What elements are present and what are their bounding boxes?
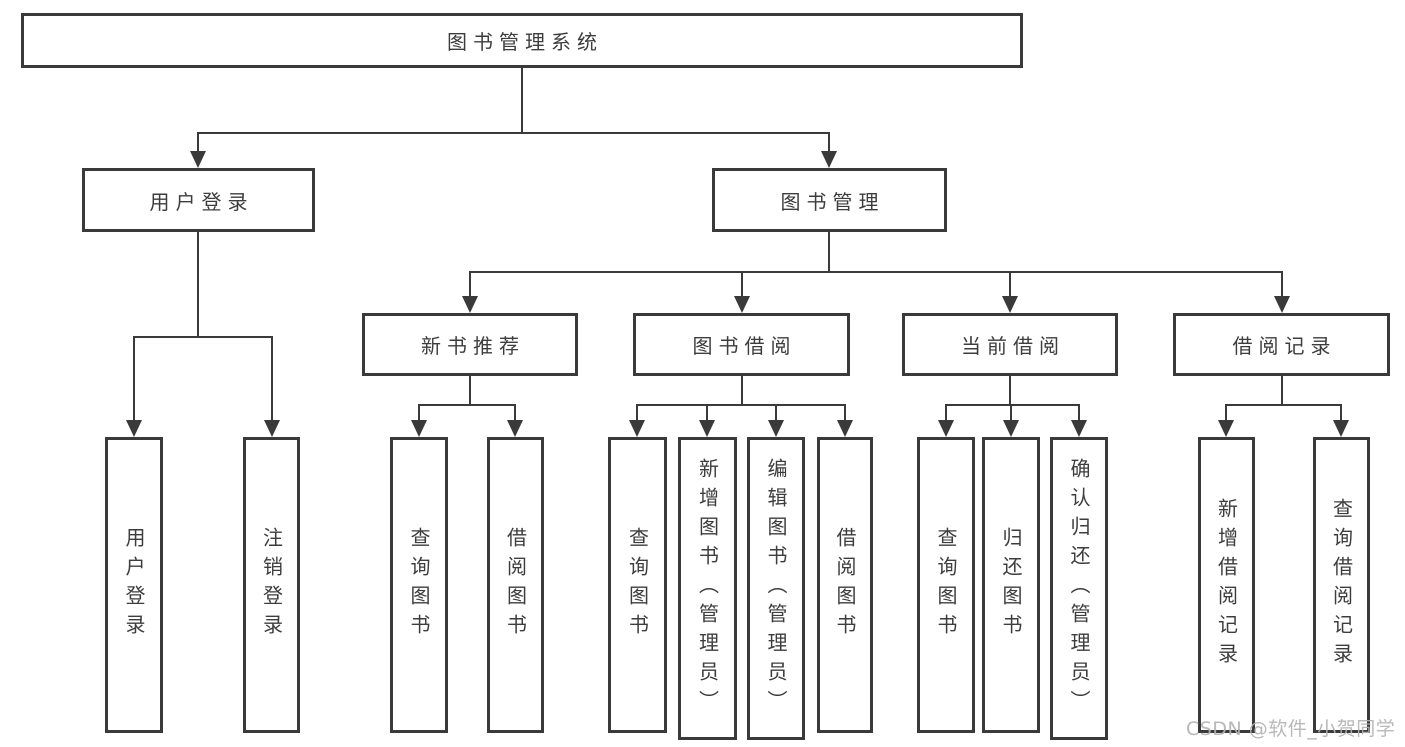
leaf-query-books-recommend-label: 查询图书 — [407, 527, 431, 643]
connector-leaf-login-stub — [133, 336, 135, 422]
connector-br-query-stub — [1340, 404, 1342, 422]
connector-records-rail — [1226, 404, 1341, 406]
leaf-confirm-return-admin: 确认归还（管理员） — [1050, 437, 1108, 740]
leaf-query-books-recommend: 查询图书 — [390, 437, 448, 733]
leaf-user-login: 用户登录 — [105, 437, 163, 733]
connector-nb-borrow-stub — [514, 404, 516, 422]
connector-bb-add-stub — [706, 404, 708, 422]
leaf-confirm-return-admin-label: 确认归还（管理员） — [1067, 458, 1091, 719]
leaf-borrow-books-borrowing: 借阅图书 — [817, 437, 873, 733]
arrowhead-br-add — [1218, 420, 1234, 437]
arrowhead-cb-query — [938, 420, 954, 437]
connector-level3-rail — [470, 271, 1282, 273]
arrowhead-newbook — [462, 296, 478, 313]
node-user-login: 用户登录 — [82, 168, 315, 232]
connector-current-stub — [1009, 271, 1011, 298]
arrowhead-leaf-logout — [264, 420, 280, 437]
node-borrowing-records: 借阅记录 — [1173, 313, 1390, 376]
connector-borrowing-rail — [637, 404, 845, 406]
connector-bb-borrow-stub — [844, 404, 846, 422]
connector-cb-return-stub — [1010, 404, 1012, 422]
arrowhead-bb-borrow — [837, 420, 853, 437]
leaf-add-books-admin: 新增图书（管理员） — [678, 437, 737, 740]
leaf-borrow-books-recommend-label: 借阅图书 — [503, 527, 528, 643]
connector-bookmgmt-stub — [828, 132, 830, 153]
connector-records-stub — [1281, 271, 1283, 298]
arrowhead-br-query — [1333, 420, 1349, 437]
connector-userlogin-down — [197, 232, 199, 337]
connector-level2-rail — [198, 132, 830, 134]
node-book-management-label: 图书管理 — [780, 189, 885, 214]
node-current-borrowing: 当前借阅 — [902, 313, 1118, 376]
node-root: 图书管理系统 — [21, 13, 1023, 68]
leaf-add-borrow-record-label: 新增借阅记录 — [1214, 498, 1239, 672]
arrowhead-bookmgmt — [821, 151, 837, 168]
node-borrowing-records-label: 借阅记录 — [1232, 334, 1337, 358]
leaf-query-books-current-label: 查询图书 — [934, 527, 958, 643]
arrowhead-bb-edit — [768, 420, 784, 437]
connector-bookmgmt-down — [828, 232, 830, 272]
arrowhead-records — [1274, 296, 1290, 313]
node-current-borrowing-label: 当前借阅 — [961, 334, 1065, 358]
csdn-watermark: CSDN @软件_小贺同学 — [1186, 718, 1396, 740]
arrowhead-cb-confirm — [1071, 420, 1087, 437]
arrowhead-cb-return — [1003, 420, 1019, 437]
node-new-book-recommend-label: 新书推荐 — [421, 334, 525, 358]
leaf-logout: 注销登录 — [243, 437, 300, 733]
node-book-borrowing: 图书借阅 — [633, 313, 850, 376]
arrowhead-nb-borrow — [507, 420, 523, 437]
connector-current-down — [1009, 376, 1011, 405]
connector-root-stub — [521, 68, 523, 133]
connector-borrowing-stub — [741, 271, 743, 298]
arrowhead-current — [1002, 296, 1018, 313]
node-user-login-label: 用户登录 — [149, 189, 254, 214]
connector-cb-query-stub — [945, 404, 947, 422]
leaf-user-login-label: 用户登录 — [122, 527, 146, 643]
connector-newbook-stub — [469, 271, 471, 298]
connector-newbook-rail — [419, 404, 516, 406]
connector-userlogin-rail — [134, 336, 272, 338]
connector-current-rail — [946, 404, 1079, 406]
connector-nb-query-stub — [418, 404, 420, 422]
connector-newbook-down — [469, 376, 471, 405]
connector-userlogin-stub — [197, 132, 199, 153]
node-book-management: 图书管理 — [712, 168, 947, 232]
leaf-query-borrow-record-label: 查询借阅记录 — [1329, 498, 1354, 672]
connector-cb-confirm-stub — [1078, 404, 1080, 422]
node-new-book-recommend: 新书推荐 — [362, 313, 578, 376]
leaf-query-books-borrowing-label: 查询图书 — [625, 527, 650, 643]
arrowhead-leaf-login — [126, 420, 142, 437]
leaf-edit-books-admin: 编辑图书（管理员） — [747, 437, 805, 740]
arrowhead-userlogin — [190, 151, 206, 168]
arrowhead-borrowing — [734, 296, 750, 313]
leaf-add-books-admin-label: 新增图书（管理员） — [695, 458, 720, 719]
node-root-label: 图书管理系统 — [447, 30, 603, 54]
node-book-borrowing-label: 图书借阅 — [692, 334, 797, 358]
connector-borrowing-down — [741, 376, 743, 405]
leaf-query-borrow-record: 查询借阅记录 — [1313, 437, 1370, 733]
arrowhead-bb-add — [699, 420, 715, 437]
leaf-logout-label: 注销登录 — [259, 527, 284, 643]
leaf-query-books-current: 查询图书 — [917, 437, 975, 733]
leaf-return-books: 归还图书 — [982, 437, 1040, 733]
leaf-borrow-books-recommend: 借阅图书 — [487, 437, 544, 733]
connector-br-add-stub — [1225, 404, 1227, 422]
leaf-return-books-label: 归还图书 — [999, 527, 1023, 643]
arrowhead-nb-query — [411, 420, 427, 437]
leaf-borrow-books-borrowing-label: 借阅图书 — [833, 527, 857, 643]
connector-bb-query-stub — [636, 404, 638, 422]
leaf-edit-books-admin-label: 编辑图书（管理员） — [764, 458, 788, 719]
arrowhead-bb-query — [629, 420, 645, 437]
connector-bb-edit-stub — [775, 404, 777, 422]
leaf-add-borrow-record: 新增借阅记录 — [1198, 437, 1255, 733]
connector-leaf-logout-stub — [271, 336, 273, 422]
leaf-query-books-borrowing: 查询图书 — [608, 437, 667, 733]
connector-records-down — [1281, 376, 1283, 405]
